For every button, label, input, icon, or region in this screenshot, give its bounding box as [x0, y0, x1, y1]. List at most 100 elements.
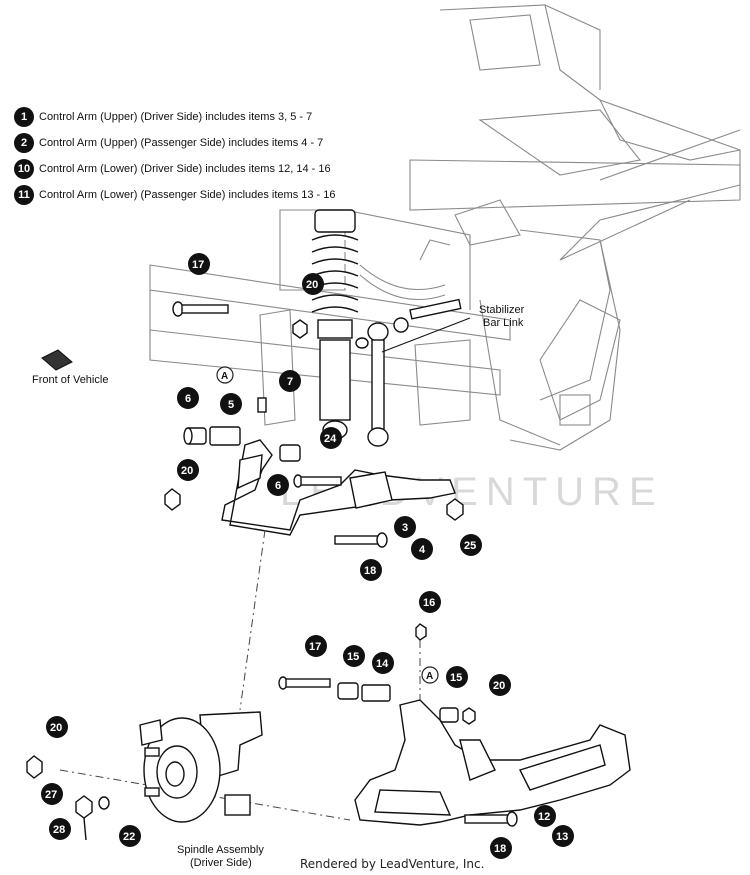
parts-legend: 1 Control Arm (Upper) (Driver Side) incl…: [14, 104, 336, 208]
svg-text:5: 5: [228, 399, 234, 411]
bushing-6-left: [183, 427, 207, 445]
svg-text:15: 15: [450, 672, 462, 684]
svg-text:27: 27: [45, 789, 57, 801]
svg-text:15: 15: [347, 651, 359, 663]
callout-20-lower-left: 20: [46, 716, 68, 738]
lower-control-arm: [354, 699, 631, 826]
stabilizer-label-line2: Bar Link: [483, 317, 524, 329]
svg-text:20: 20: [493, 680, 505, 692]
callout-6-right: 6: [267, 474, 289, 496]
stabilizer-label-line1: Stabilizer: [479, 304, 525, 316]
svg-text:6: 6: [275, 480, 281, 492]
legend-text: Control Arm (Upper) (Passenger Side) inc…: [39, 137, 324, 149]
legend-badge: 2: [14, 133, 34, 153]
legend-item-1: 1 Control Arm (Upper) (Driver Side) incl…: [14, 104, 336, 130]
stabilizer-bar-link: [355, 298, 462, 447]
footer-credit: Rendered by LeadVenture, Inc.: [300, 857, 485, 871]
legend-text: Control Arm (Lower) (Driver Side) includ…: [39, 163, 331, 175]
legend-text: Control Arm (Lower) (Passenger Side) inc…: [39, 189, 336, 201]
nut-20-upper: [292, 319, 308, 339]
upper-control-arm: [221, 439, 456, 536]
callout-15-right: 15: [446, 666, 468, 688]
bushing-15-right: [439, 707, 459, 723]
callout-13: 13: [552, 825, 574, 847]
svg-text:17: 17: [192, 259, 204, 271]
svg-text:25: 25: [464, 540, 476, 552]
callout-27: 27: [41, 783, 63, 805]
front-of-vehicle-arrow: [41, 349, 73, 371]
nut-20-mid: [164, 488, 181, 511]
spindle-label-line2: (Driver Side): [190, 857, 252, 869]
legend-item-11: 11 Control Arm (Lower) (Passenger Side) …: [14, 182, 336, 208]
callout-16: 16: [419, 591, 441, 613]
bushing-15-left: [337, 682, 359, 700]
callout-18-lower: 18: [490, 837, 512, 859]
svg-text:20: 20: [181, 465, 193, 477]
nut-20-lower-right: [462, 707, 476, 725]
svg-text:7: 7: [287, 376, 293, 388]
vehicle-frame: [149, 4, 741, 451]
callout-4: 4: [411, 538, 433, 560]
svg-text:18: 18: [494, 843, 506, 855]
bolt-18-upper: [334, 532, 388, 548]
svg-text:17: 17: [309, 641, 321, 653]
spindle-label-line1: Spindle Assembly: [177, 844, 264, 856]
ref-circle-a-upper: A: [216, 366, 234, 384]
cotter-pin-28: [83, 817, 87, 841]
svg-text:12: 12: [538, 811, 550, 823]
svg-text:28: 28: [53, 824, 65, 836]
callout-17-lower: 17: [305, 635, 327, 657]
callout-20-mid: 20: [177, 459, 199, 481]
bolt-18-lower: [464, 811, 518, 827]
callout-6-left: 6: [177, 387, 199, 409]
nut-20-lower-left: [26, 755, 43, 779]
callout-20-upper: 20: [302, 273, 324, 295]
svg-text:6: 6: [185, 393, 191, 405]
svg-text:16: 16: [423, 597, 435, 609]
svg-text:20: 20: [306, 279, 318, 291]
callout-25: 25: [460, 534, 482, 556]
callout-20-lower-right: 20: [489, 674, 511, 696]
assembly-line-upper: [239, 529, 266, 711]
callout-24: 24: [320, 427, 342, 449]
spindle-assembly: [139, 711, 263, 823]
bolt-24: [293, 474, 342, 488]
callout-12: 12: [534, 805, 556, 827]
svg-text:18: 18: [364, 565, 376, 577]
bushing-5: [209, 426, 241, 446]
legend-badge: 1: [14, 107, 34, 127]
svg-text:4: 4: [419, 544, 426, 556]
svg-text:20: 20: [50, 722, 62, 734]
bushing-6-right: [279, 444, 301, 462]
washer-22: [98, 796, 110, 810]
bolt-17-lower: [278, 676, 331, 690]
callout-3: 3: [394, 516, 416, 538]
callout-15-left: 15: [343, 645, 365, 667]
bolt-17-upper: [172, 301, 229, 317]
nut-25: [446, 498, 464, 521]
legend-badge: 11: [14, 185, 34, 205]
svg-text:22: 22: [123, 831, 135, 843]
bolt-7: [257, 397, 267, 413]
callout-18-upper: 18: [360, 559, 382, 581]
legend-badge: 10: [14, 159, 34, 179]
callout-7: 7: [279, 370, 301, 392]
callout-14: 14: [372, 652, 394, 674]
ref-circle-a-lower: A: [421, 666, 439, 684]
svg-text:13: 13: [556, 831, 568, 843]
legend-text: Control Arm (Upper) (Driver Side) includ…: [39, 111, 313, 123]
front-of-vehicle-label: Front of Vehicle: [32, 374, 108, 386]
legend-item-10: 10 Control Arm (Lower) (Driver Side) inc…: [14, 156, 336, 182]
svg-text:A: A: [426, 671, 433, 682]
callout-22: 22: [119, 825, 141, 847]
bushing-14: [361, 684, 391, 702]
svg-text:14: 14: [376, 658, 389, 670]
callout-17-upper: 17: [188, 253, 210, 275]
callout-5: 5: [220, 393, 242, 415]
svg-text:A: A: [221, 371, 228, 382]
bolt-16: [415, 623, 427, 641]
callout-28: 28: [49, 818, 71, 840]
legend-item-2: 2 Control Arm (Upper) (Passenger Side) i…: [14, 130, 336, 156]
castle-nut-27: [75, 795, 93, 819]
